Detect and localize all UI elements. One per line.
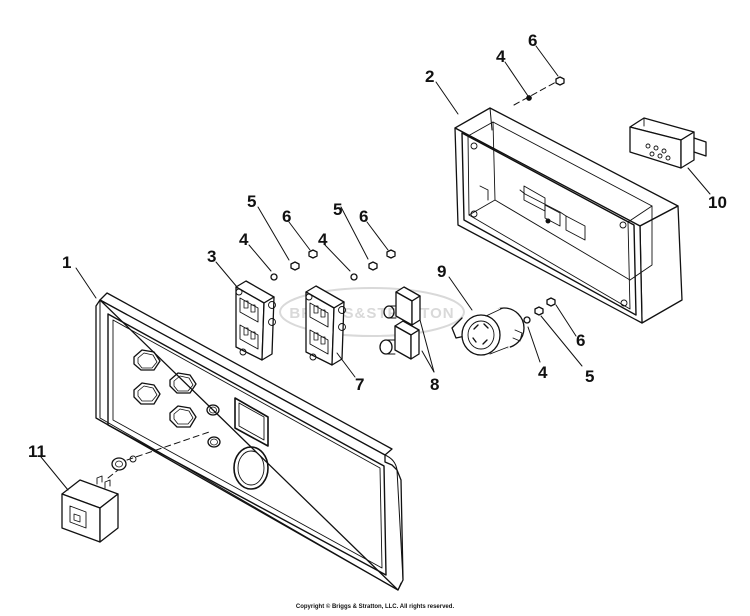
callout-6a: 6 bbox=[282, 207, 291, 226]
rocker-switch-part-11 bbox=[61, 475, 119, 543]
callout-labels: 1 2 3 4 4 4 4 5 5 5 6 6 6 6 7 8 9 10 11 bbox=[28, 31, 727, 461]
callout-4b: 4 bbox=[318, 230, 328, 249]
twistlock-receptacle-part-9 bbox=[451, 307, 525, 356]
round-receptacle-opening bbox=[233, 446, 269, 490]
housing-part-2 bbox=[454, 107, 683, 324]
callout-6b: 6 bbox=[359, 207, 368, 226]
callout-4a: 4 bbox=[239, 230, 249, 249]
callout-11: 11 bbox=[28, 442, 46, 461]
callout-9: 9 bbox=[437, 262, 446, 281]
callout-5b: 5 bbox=[333, 200, 342, 219]
control-panel-part-1 bbox=[95, 292, 404, 591]
module-part-10 bbox=[629, 117, 707, 169]
callout-6d: 6 bbox=[528, 31, 537, 50]
callout-5c: 5 bbox=[585, 367, 594, 386]
callout-1: 1 bbox=[62, 253, 71, 272]
assembly-lines bbox=[107, 81, 557, 479]
receptacle-part-3 bbox=[235, 280, 276, 361]
receptacle-part-7 bbox=[305, 285, 346, 366]
callout-2: 2 bbox=[425, 67, 434, 86]
callout-10: 10 bbox=[708, 193, 727, 212]
callout-3: 3 bbox=[207, 247, 216, 266]
callout-8: 8 bbox=[430, 375, 439, 394]
breakers-part-8 bbox=[379, 286, 421, 360]
callout-7: 7 bbox=[355, 375, 364, 394]
breaker-holes bbox=[206, 404, 221, 448]
outlet-openings bbox=[133, 349, 197, 428]
callout-4c: 4 bbox=[496, 47, 506, 66]
callout-4d: 4 bbox=[538, 363, 548, 382]
callout-5a: 5 bbox=[247, 192, 256, 211]
leader-lines bbox=[40, 45, 711, 491]
copyright-footer: Copyright © Briggs & Stratton, LLC. All … bbox=[295, 604, 455, 610]
callout-6c: 6 bbox=[576, 331, 585, 350]
switch-opening bbox=[234, 397, 269, 447]
